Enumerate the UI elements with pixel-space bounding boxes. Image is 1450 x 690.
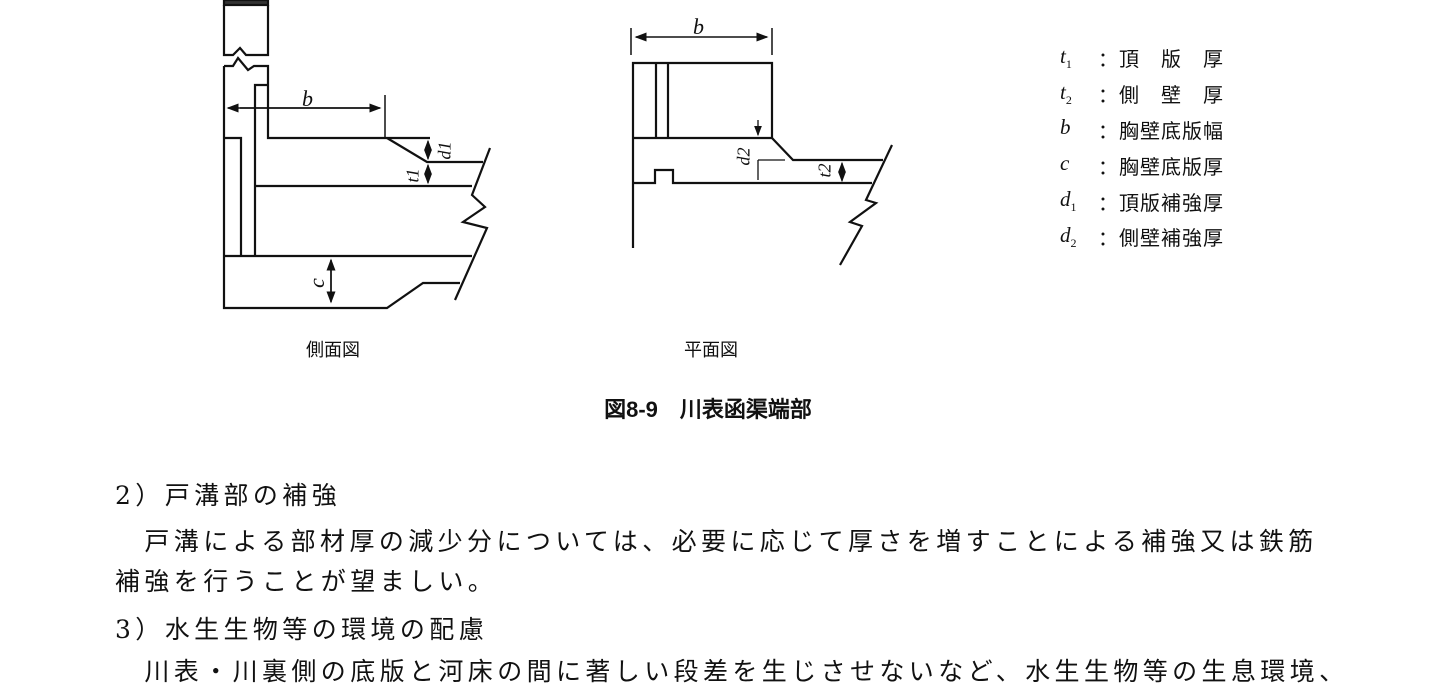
legend-subscript: 1 <box>1065 56 1072 71</box>
dim-b-plan: b <box>693 14 704 39</box>
legend-symbol: d <box>1060 222 1071 247</box>
legend-label: ：側 壁 厚 <box>1098 85 1224 108</box>
side-view-drawing <box>222 0 492 310</box>
dim-d2: d2 <box>733 147 754 166</box>
legend-symbol: d <box>1060 186 1071 211</box>
legend-item: t1 ：頂 版 厚 <box>1060 40 1224 76</box>
legend-item: c ：胸壁底版厚 <box>1060 147 1224 183</box>
paragraph-2-line-2: 補強を行うことが望ましい。 <box>115 567 498 596</box>
legend-label: ：頂 版 厚 <box>1098 49 1224 72</box>
culvert-end-diagram <box>222 0 893 310</box>
legend-subscript: 2 <box>1070 235 1077 250</box>
figure-legend: t1：頂 版 厚 t2：側 壁 厚 b ：胸壁底版幅 c ：胸壁底版厚 d1：頂… <box>1060 40 1224 255</box>
legend-label: ：胸壁底版幅 <box>1098 120 1224 143</box>
legend-symbol: t <box>1060 43 1066 68</box>
legend-symbol: b <box>1060 115 1071 140</box>
legend-subscript: 1 <box>1070 200 1077 215</box>
plan-view-drawing <box>630 28 893 266</box>
legend-item: d2 ：側壁補強厚 <box>1060 219 1224 255</box>
dim-t1: t1 <box>402 168 423 183</box>
figure-caption: 図8-9 川表函渠端部 <box>604 397 812 422</box>
legend-item: b ：胸壁底版幅 <box>1060 112 1224 148</box>
section-heading-2: 2）戸溝部の補強 <box>115 481 342 510</box>
dim-t2: t2 <box>814 163 835 178</box>
paragraph-2-line-1: 戸溝による部材厚の減少分については、必要に応じて厚さを増すことによる補強又は鉄筋 <box>115 527 1318 556</box>
dim-d1: d1 <box>434 141 455 160</box>
legend-item: t2 ：側 壁 厚 <box>1060 76 1224 112</box>
legend-symbol: t <box>1060 79 1066 104</box>
legend-symbol: c <box>1060 151 1070 176</box>
legend-subscript: 2 <box>1065 92 1072 107</box>
legend-label: ：側壁補強厚 <box>1098 228 1224 251</box>
section-heading-3: 3）水生生物等の環境の配慮 <box>115 615 489 644</box>
legend-label: ：頂版補強厚 <box>1098 192 1224 215</box>
dim-b-side: b <box>302 86 313 111</box>
plan-view-label: 平面図 <box>684 340 738 360</box>
legend-item: d1 ：頂版補強厚 <box>1060 183 1224 219</box>
paragraph-3-line-1: 川表・川裏側の底版と河床の間に著しい段差を生じさせないなど、水生生物等の生息環境… <box>115 657 1349 686</box>
side-view-label: 側面図 <box>306 340 360 360</box>
dim-c: c <box>303 278 329 288</box>
legend-label: ：胸壁底版厚 <box>1098 156 1224 179</box>
